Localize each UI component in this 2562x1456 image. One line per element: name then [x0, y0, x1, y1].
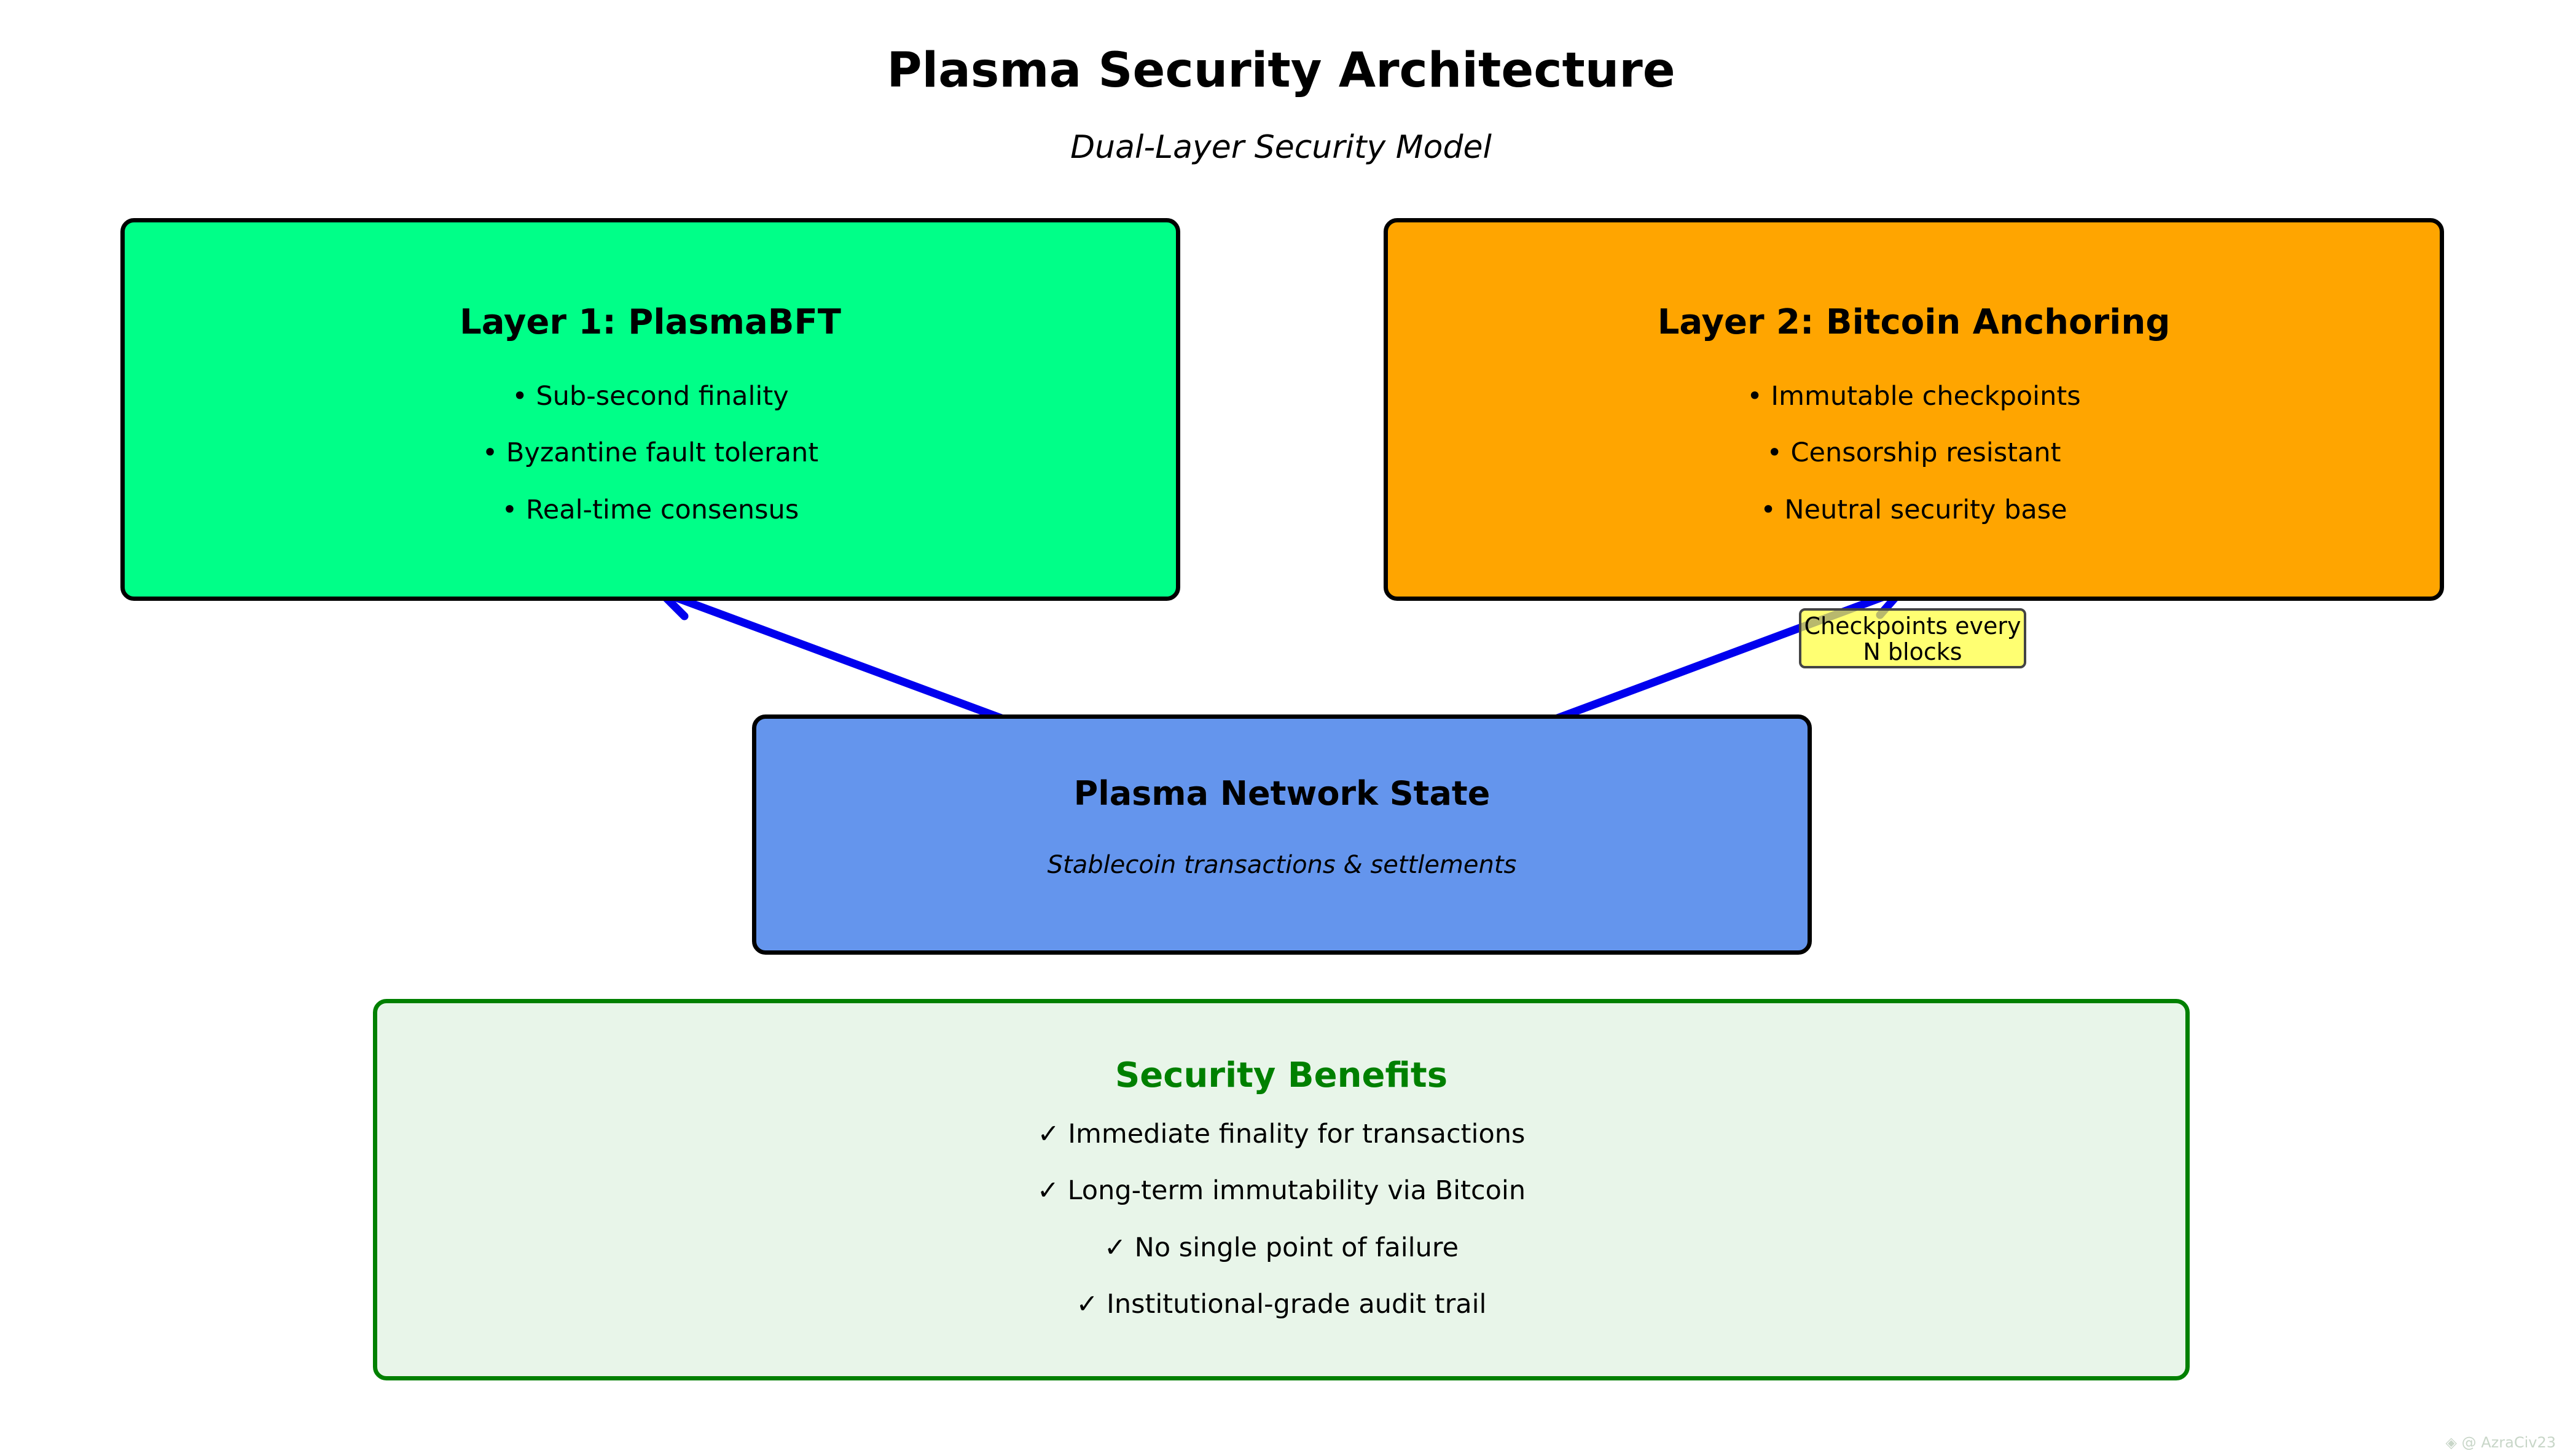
layer1-item: • Byzantine fault tolerant	[482, 437, 819, 468]
layer1-box: Layer 1: PlasmaBFT • Sub-second finality…	[120, 218, 1180, 601]
layer2-item: • Immutable checkpoints	[1747, 381, 2081, 412]
benefit-item: ✓ Immediate finality for transactions	[1037, 1119, 1526, 1149]
watermark: ◈ @ AzraCiv23	[2446, 1434, 2556, 1451]
checkpoint-label-line1: Checkpoints every	[1804, 613, 2021, 640]
arrow-to-layer1	[656, 582, 1027, 730]
benefit-item: ✓ Long-term immutability via Bitcoin	[1036, 1175, 1526, 1206]
network-state-description: Stablecoin transactions & settlements	[1047, 851, 1517, 879]
diagram-title: Plasma Security Architecture	[887, 43, 1675, 98]
network-state-box: Plasma Network State Stablecoin transact…	[752, 714, 1812, 955]
network-state-title: Plasma Network State	[1073, 774, 1491, 813]
layer1-title: Layer 1: PlasmaBFT	[460, 302, 841, 342]
layer2-item: • Censorship resistant	[1766, 437, 2061, 468]
layer2-box: Layer 2: Bitcoin Anchoring • Immutable c…	[1384, 218, 2444, 601]
security-benefits-title: Security Benefits	[1115, 1055, 1448, 1095]
benefit-item: ✓ No single point of failure	[1103, 1232, 1459, 1263]
checkpoint-label: Checkpoints every N blocks	[1799, 608, 2026, 668]
diagram-subtitle: Dual-Layer Security Model	[1070, 129, 1492, 166]
layer2-title: Layer 2: Bitcoin Anchoring	[1657, 302, 2171, 342]
layer2-item: • Neutral security base	[1760, 495, 2067, 525]
benefit-item: ✓ Institutional-grade audit trail	[1076, 1289, 1487, 1320]
layer1-item: • Real-time consensus	[501, 495, 799, 525]
logo-icon: ◈	[2445, 1434, 2462, 1451]
watermark-text: @ AzraCiv23	[2461, 1434, 2556, 1451]
layer1-item: • Sub-second finality	[512, 381, 789, 412]
security-benefits-box: Security Benefits ✓ Immediate finality f…	[373, 999, 2190, 1380]
checkpoint-label-line2: N blocks	[1863, 638, 1962, 665]
